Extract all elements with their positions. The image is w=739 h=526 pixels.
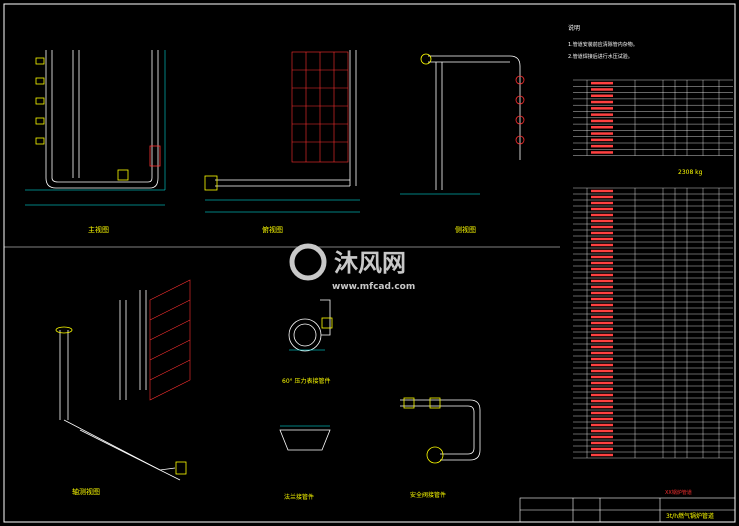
- table-cell-mark: [591, 435, 613, 439]
- table-cell-mark: [591, 144, 613, 148]
- table-cell-mark: [591, 94, 613, 98]
- table-cell-mark: [591, 411, 613, 415]
- valve-detail: [400, 397, 481, 464]
- table-cell-mark: [591, 345, 613, 349]
- title-block-project: XX锅炉管道: [665, 489, 692, 496]
- table-cell-mark: [591, 375, 613, 379]
- table-cell-mark: [591, 279, 613, 283]
- isometric-view-label: 轴测视图: [72, 487, 100, 496]
- total-weight: 2308 kg: [678, 169, 703, 176]
- table-cell-mark: [591, 399, 613, 403]
- table-cell-mark: [591, 369, 613, 373]
- table-cell-mark: [591, 189, 613, 193]
- flange-detail-label: 法兰接管件: [284, 493, 314, 501]
- table-cell-mark: [591, 405, 613, 409]
- table-cell-mark: [591, 351, 613, 355]
- table-cell-mark: [591, 225, 613, 229]
- table-cell-mark: [591, 125, 613, 129]
- table-cell-mark: [591, 381, 613, 385]
- table-cell-mark: [591, 417, 613, 421]
- table-cell-mark: [591, 321, 613, 325]
- table-cell-mark: [591, 100, 613, 104]
- table-cell-mark: [591, 213, 613, 217]
- table-cell-mark: [591, 243, 613, 247]
- table-cell-mark: [591, 273, 613, 277]
- main-parts-table: [573, 187, 733, 459]
- table-cell-mark: [591, 303, 613, 307]
- table-cell-mark: [591, 138, 613, 142]
- table-cell-mark: [591, 219, 613, 223]
- table-cell-mark: [591, 249, 613, 253]
- table-cell-mark: [591, 261, 613, 265]
- table-cell-mark: [591, 447, 613, 451]
- side-view: [400, 53, 525, 195]
- isometric-view: [55, 279, 191, 481]
- flange-detail: [279, 425, 331, 451]
- table-cell-mark: [591, 333, 613, 337]
- table-cell-mark: [591, 231, 613, 235]
- front-view-label: 主视图: [88, 225, 109, 234]
- table-cell-mark: [591, 88, 613, 91]
- top-view: [204, 50, 360, 213]
- table-cell-mark: [591, 315, 613, 319]
- table-cell-mark: [591, 195, 613, 199]
- table-cell-mark: [591, 285, 613, 289]
- table-cell-mark: [591, 339, 613, 343]
- table-cell-mark: [591, 107, 613, 110]
- table-cell-mark: [591, 429, 613, 433]
- note-1: 1.管道安装前应清除管内杂物。: [568, 41, 638, 48]
- table-cell-mark: [591, 267, 613, 271]
- table-cell-mark: [591, 393, 613, 397]
- table-cell-mark: [591, 81, 613, 85]
- side-view-label: 侧视图: [455, 225, 476, 234]
- watermark-url: www.mfcad.com: [332, 282, 415, 292]
- title-block-name: 3t/h燃气锅炉管道: [666, 512, 714, 520]
- table-cell-mark: [591, 291, 613, 295]
- table-cell-mark: [591, 132, 613, 135]
- table-cell-mark: [591, 151, 613, 154]
- table-cell-mark: [591, 441, 613, 445]
- notes-title: 说明: [568, 24, 580, 32]
- table-cell-mark: [591, 297, 613, 301]
- table-cell-mark: [591, 309, 613, 313]
- top-parts-table: [573, 79, 733, 156]
- top-view-label: 俯视图: [262, 225, 283, 234]
- watermark-logo: 沐风网: [334, 249, 406, 277]
- table-cell-mark: [591, 237, 613, 241]
- table-cell-mark: [591, 113, 613, 116]
- table-cell-mark: [591, 201, 613, 205]
- table-cell-mark: [591, 423, 613, 427]
- front-view: [25, 50, 166, 206]
- watermark: 沐风网 www.mfcad.com: [289, 243, 415, 292]
- note-2: 2.管道焊接后进行水压试验。: [568, 53, 633, 60]
- title-block: [519, 497, 736, 523]
- table-cell-mark: [591, 119, 613, 123]
- table-cell-mark: [591, 363, 613, 367]
- table-cell-mark: [591, 357, 613, 361]
- valve-detail-label: 安全阀接管件: [410, 491, 446, 499]
- table-cell-mark: [591, 387, 613, 391]
- sheet-border: [3, 3, 736, 523]
- gauge-detail: [288, 299, 333, 352]
- gauge-detail-label: 60° 压力表接管件: [282, 377, 331, 385]
- table-cell-mark: [591, 453, 613, 457]
- table-cell-mark: [591, 327, 613, 331]
- table-cell-mark: [591, 255, 613, 259]
- table-cell-mark: [591, 207, 613, 211]
